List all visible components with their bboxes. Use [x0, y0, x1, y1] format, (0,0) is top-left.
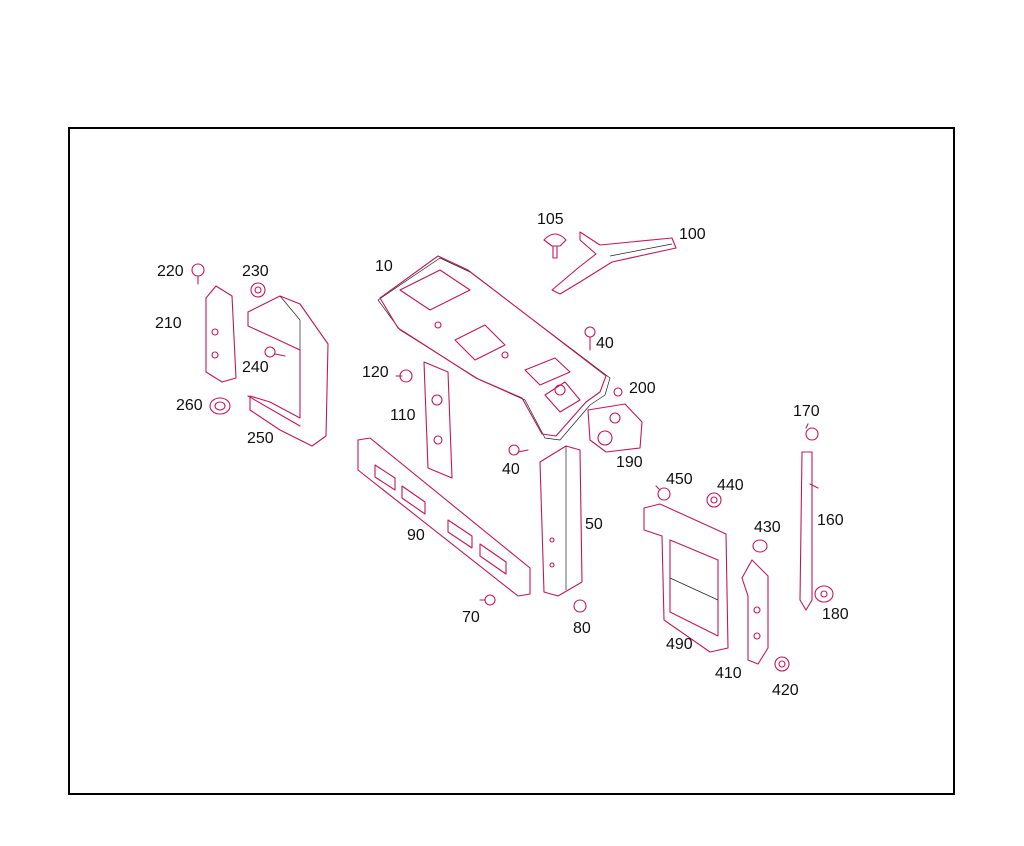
callout-490[interactable]: 490 [666, 636, 693, 653]
callout-100[interactable]: 100 [679, 226, 706, 243]
part-450-bolt[interactable] [655, 485, 671, 501]
part-410-bracket[interactable] [741, 559, 769, 665]
callout-440[interactable]: 440 [717, 477, 744, 494]
callout-220[interactable]: 220 [157, 263, 184, 280]
callout-120[interactable]: 120 [362, 364, 389, 381]
callout-40-upper[interactable]: 40 [596, 335, 614, 352]
callout-200[interactable]: 200 [629, 380, 656, 397]
part-170-bolt[interactable] [805, 423, 819, 441]
part-250-duct-panel[interactable] [247, 295, 329, 447]
part-160-rod[interactable] [799, 451, 819, 611]
callout-50[interactable]: 50 [585, 516, 603, 533]
part-200-bolt[interactable] [613, 387, 623, 397]
callout-230[interactable]: 230 [242, 263, 269, 280]
part-100-upper-bracket[interactable] [551, 231, 677, 295]
callout-430[interactable]: 430 [754, 519, 781, 536]
callout-70[interactable]: 70 [462, 609, 480, 626]
part-110-vertical-plate[interactable] [423, 361, 453, 479]
part-220-bolt[interactable] [191, 263, 205, 285]
part-260-grommet[interactable] [209, 397, 231, 415]
callout-210[interactable]: 210 [155, 315, 182, 332]
part-40-bolt-lower[interactable] [508, 444, 529, 456]
callout-180[interactable]: 180 [822, 606, 849, 623]
part-50-pillar[interactable] [539, 445, 583, 597]
part-70-bolt[interactable] [479, 594, 496, 606]
part-105-clip[interactable] [543, 233, 567, 259]
diagram-frame [68, 127, 955, 795]
part-180-nut[interactable] [814, 585, 834, 603]
part-440-nut[interactable] [706, 492, 722, 508]
callout-105[interactable]: 105 [537, 211, 564, 228]
callout-410[interactable]: 410 [715, 665, 742, 682]
part-190-mount[interactable] [587, 403, 643, 453]
part-40-bolt-upper[interactable] [584, 326, 596, 351]
part-120-bolt[interactable] [395, 369, 413, 383]
callout-160[interactable]: 160 [817, 512, 844, 529]
part-240-bolt[interactable] [264, 346, 286, 358]
callout-250[interactable]: 250 [247, 430, 274, 447]
part-10-upper-carrier[interactable] [377, 255, 611, 441]
callout-420[interactable]: 420 [772, 682, 799, 699]
callout-110[interactable]: 110 [390, 407, 416, 424]
callout-260[interactable]: 260 [176, 397, 203, 414]
callout-240[interactable]: 240 [242, 359, 269, 376]
callout-90[interactable]: 90 [407, 527, 425, 544]
part-430-nut[interactable] [752, 539, 768, 553]
callout-80[interactable]: 80 [573, 620, 591, 637]
part-90-lower-crossmember[interactable] [357, 437, 531, 597]
part-420-bolt[interactable] [774, 656, 790, 672]
callout-190[interactable]: 190 [616, 454, 643, 471]
part-230-nut[interactable] [250, 282, 266, 298]
callout-40-lower[interactable]: 40 [502, 461, 520, 478]
callout-10[interactable]: 10 [375, 258, 393, 275]
callout-450[interactable]: 450 [666, 471, 693, 488]
part-210-side-bracket[interactable] [205, 285, 237, 383]
callout-170[interactable]: 170 [793, 403, 820, 420]
part-490-frame[interactable] [643, 503, 729, 653]
part-80-bolt[interactable] [573, 599, 587, 613]
